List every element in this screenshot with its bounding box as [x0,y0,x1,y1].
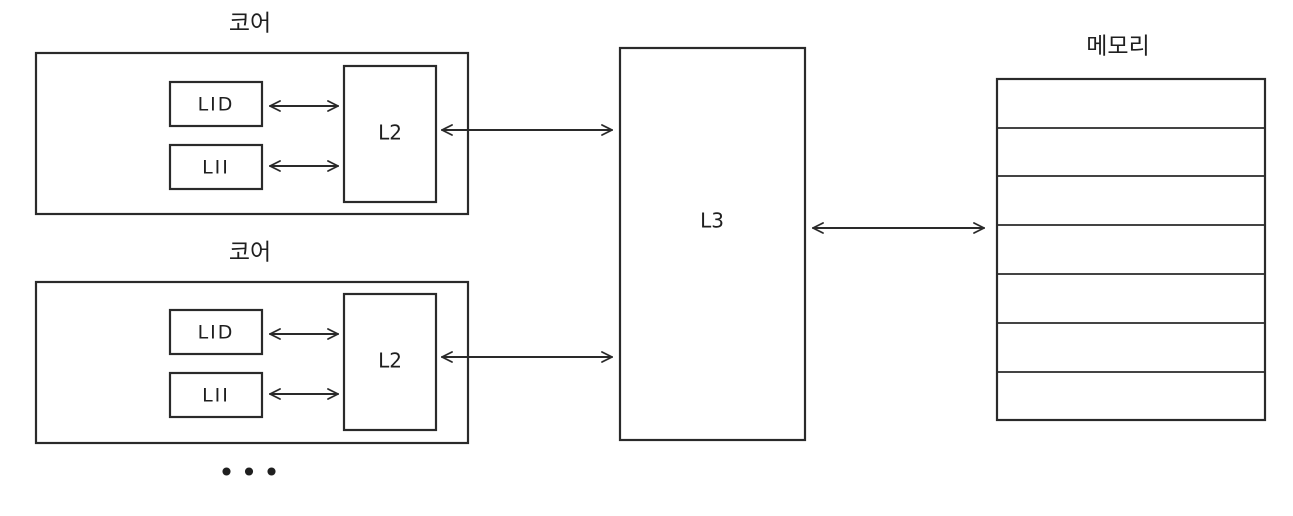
l1i-cache-1 [168,143,264,191]
memory-block [995,77,1267,422]
core-title-2: 코어 [229,240,271,266]
memory-outline [995,77,1267,422]
l1i-label-2: LII [202,385,230,407]
core-title-1: 코어 [229,11,271,37]
l1d-label-2: LID [198,322,235,344]
l3-cache [618,46,807,442]
l3-label: L3 [700,209,724,233]
l1i-label-1: LII [202,157,230,179]
l2-cache-1 [342,64,438,204]
l1d-cache-2 [168,308,264,356]
l1d-cache-1 [168,80,264,128]
memory-title: 메모리 [1086,34,1149,60]
l2-label-1: L2 [378,121,402,145]
l1d-label-1: LID [198,94,235,116]
l2-cache-2 [342,292,438,432]
more-cores-ellipsis: ••• [218,456,286,489]
l1i-cache-2 [168,371,264,419]
l2-label-2: L2 [378,349,402,373]
